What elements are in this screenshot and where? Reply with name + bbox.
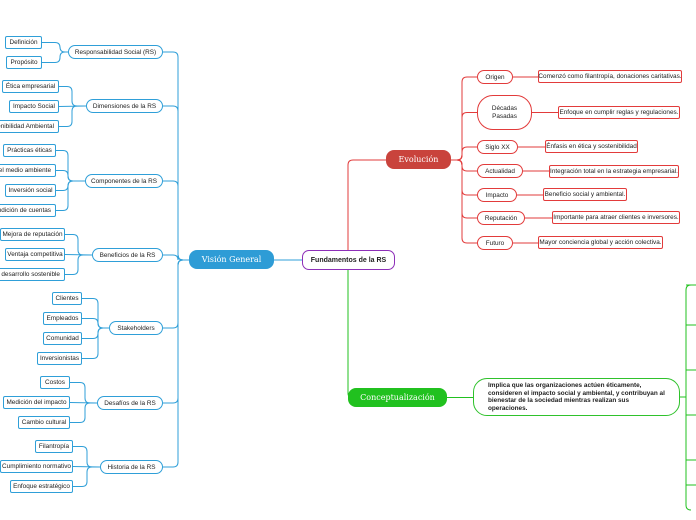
evo-origen-detail[interactable]: Comenzó como filantropía, donaciones car… [538,70,682,83]
connector-line [65,234,92,256]
branch-stakeholders[interactable]: Stakeholders [109,321,163,335]
connector-line [59,86,86,107]
vision-general-topic[interactable]: Visión General [189,250,274,269]
connector-line [347,159,386,250]
connector-line [42,51,68,63]
connector-line [70,402,97,423]
connector-line [56,180,85,211]
connector-line [56,180,85,191]
leaf-filantropia[interactable]: Filantropía [35,440,73,453]
connector-line [451,159,477,172]
central-topic[interactable]: Fundamentos de la RS [302,250,395,270]
connector-line [70,382,97,404]
connector-line [56,150,85,182]
leaf-enfoque-estrategico[interactable]: Enfoque estratégico [10,480,73,493]
connector-line [451,112,477,161]
evo-siglo-xx-detail[interactable]: Énfasis en ética y sostenibilidad [545,140,638,153]
evolucion-topic[interactable]: Evolución [386,150,451,169]
evo-impacto[interactable]: Impacto [477,188,517,202]
connector-line [73,466,100,487]
evo-decadas-pasadas[interactable]: Décadas Pasadas [477,95,532,130]
leaf-clientes[interactable]: Clientes [52,292,82,305]
leaf-contribucion-desarrollo[interactable]: Contribución al desarrollo sostenible [0,268,65,281]
connector-line [42,42,68,53]
leaf-rendicion-cuentas[interactable]: Rendición de cuentas [0,204,56,217]
leaf-practicas-eticas[interactable]: Prácticas éticas [3,144,56,157]
branch-desafios[interactable]: Desafíos de la RS [97,396,163,410]
leaf-comunidad[interactable]: Comunidad [43,332,82,345]
evo-actualidad-detail[interactable]: Integración total en la estrategia empre… [549,165,679,178]
evo-origen[interactable]: Origen [477,70,513,84]
connector-line [59,105,86,127]
conceptualizacion-definition[interactable]: Implica que las organizaciones actúen ét… [473,378,680,416]
branch-dimensiones[interactable]: Dimensiones de la RS [86,99,163,113]
evo-impacto-detail[interactable]: Beneficio social y ambiental. [543,188,627,201]
connector-line [82,298,109,329]
connector-line [451,159,477,219]
connector-line [73,446,100,468]
connector-line [56,170,85,182]
evo-decadas-detail[interactable]: Enfoque en cumplir reglas y regulaciones… [558,106,680,119]
leaf-cambio-cultural[interactable]: Cambio cultural [18,416,70,429]
branch-beneficios[interactable]: Beneficios de la RS [92,248,163,262]
connector-line [65,254,92,275]
connector-line [451,159,477,244]
leaf-costos[interactable]: Costos [40,376,70,389]
leaf-cuidado-medio-ambiente[interactable]: Cuidado del medio ambiente [0,164,56,177]
leaf-ventaja-competitiva[interactable]: Ventaja competitiva [5,248,65,261]
connector-line [451,159,477,196]
evo-siglo-xx[interactable]: Siglo XX [477,140,518,154]
leaf-proposito[interactable]: Propósito [6,56,42,69]
connector-line [163,51,189,261]
connector-line [163,254,189,261]
leaf-inversionistas[interactable]: Inversionistas [37,352,82,365]
leaf-empleados[interactable]: Empleados [43,312,82,325]
connector-line [82,327,109,359]
evo-reputacion-detail[interactable]: Importante para atraer clientes e invers… [552,211,680,224]
evo-actualidad[interactable]: Actualidad [477,164,523,178]
connector-line [163,180,189,261]
leaf-mejora-reputacion[interactable]: Mejora de reputación [0,228,65,241]
connector-line [685,284,692,511]
connector-line [163,259,189,404]
evo-futuro[interactable]: Futuro [477,236,513,250]
connector-line [163,259,189,329]
branch-responsabilidad-social[interactable]: Responsabilidad Social (RS) [68,45,163,59]
conceptualizacion-topic[interactable]: Conceptualización [348,388,447,407]
evo-reputacion[interactable]: Reputación [477,211,525,225]
leaf-impacto-social[interactable]: Impacto Social [9,100,59,113]
leaf-sostenibilidad-ambiental[interactable]: Sostenibilidad Ambiental [0,120,59,133]
evo-futuro-detail[interactable]: Mayor conciencia global y acción colecti… [538,236,663,249]
leaf-inversion-social[interactable]: Inversión social [5,184,56,197]
connector-line [347,270,354,399]
leaf-etica-empresarial[interactable]: Ética empresarial [2,80,59,93]
connector-line [82,318,109,329]
connector-line [163,105,189,261]
connector-line [451,146,477,161]
leaf-medicion-impacto[interactable]: Medición del impacto [3,396,70,409]
branch-componentes[interactable]: Componentes de la RS [85,174,163,188]
leaf-cumplimiento-normativo[interactable]: Cumplimiento normativo [0,460,73,473]
leaf-definicion[interactable]: Definición [5,36,42,49]
connector-line [82,327,109,339]
connector-line [163,259,189,468]
branch-historia[interactable]: Historia de la RS [100,460,163,474]
